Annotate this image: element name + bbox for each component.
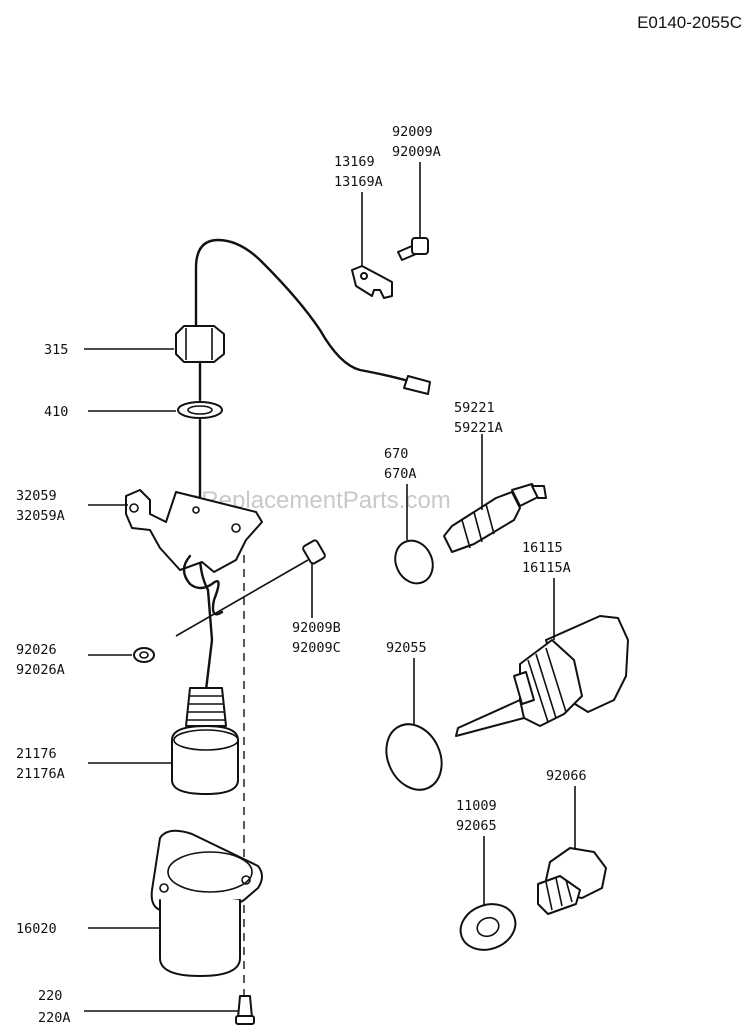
nut-315 bbox=[175, 325, 225, 363]
label-670: 670 bbox=[384, 446, 408, 462]
washer-92065 bbox=[459, 903, 517, 951]
label-220: 220 bbox=[38, 988, 62, 1004]
label-670A: 670A bbox=[384, 466, 417, 482]
bracket-hole-right bbox=[231, 523, 241, 533]
screw-220 bbox=[237, 995, 253, 1019]
capillary-tube bbox=[194, 238, 414, 384]
label-410: 410 bbox=[44, 404, 68, 420]
housing-16020 bbox=[159, 899, 241, 977]
sensor-16115-prong bbox=[455, 699, 525, 737]
clamp-hole bbox=[360, 272, 368, 280]
label-92026: 92026 bbox=[16, 642, 57, 658]
label-32059: 32059 bbox=[16, 488, 57, 504]
label-32059A: 32059A bbox=[16, 508, 65, 524]
diagram-code: E0140-2055C bbox=[637, 13, 742, 32]
label-92009B: 92009B bbox=[292, 620, 341, 636]
housing-flange bbox=[150, 829, 263, 911]
label-16020: 16020 bbox=[16, 921, 57, 937]
bolt-shaft bbox=[175, 559, 309, 637]
label-21176A: 21176A bbox=[16, 766, 65, 782]
oring-92055 bbox=[385, 723, 443, 791]
label-16115A: 16115A bbox=[522, 560, 571, 576]
label-59221: 59221 bbox=[454, 400, 495, 416]
label-92055: 92055 bbox=[386, 640, 427, 656]
clamp-bracket bbox=[351, 265, 393, 299]
label-59221A: 59221A bbox=[454, 420, 503, 436]
screw-220-head bbox=[235, 1015, 255, 1025]
oring-670 bbox=[394, 539, 434, 585]
clamp-screw-head bbox=[411, 237, 429, 255]
bracket-32059 bbox=[125, 489, 263, 573]
label-21176: 21176 bbox=[16, 746, 57, 762]
label-13169A: 13169A bbox=[334, 174, 383, 190]
label-220A: 220A bbox=[38, 1010, 71, 1026]
label-92009A: 92009A bbox=[392, 144, 441, 160]
label-92065: 92065 bbox=[456, 818, 497, 834]
bracket-hole-left bbox=[129, 503, 139, 513]
spring-clip bbox=[182, 554, 224, 616]
bulb-21176 bbox=[171, 725, 239, 795]
bolt-head bbox=[302, 539, 326, 565]
sensor-tip bbox=[403, 375, 431, 395]
label-11009: 11009 bbox=[456, 798, 497, 814]
label-92009C: 92009C bbox=[292, 640, 341, 656]
label-92009: 92009 bbox=[392, 124, 433, 140]
label-13169: 13169 bbox=[334, 154, 375, 170]
washer-92026 bbox=[133, 647, 155, 663]
sensor-59221-body bbox=[443, 491, 521, 553]
label-16115: 16115 bbox=[522, 540, 563, 556]
bulb-threads bbox=[185, 687, 227, 727]
label-92066: 92066 bbox=[546, 768, 587, 784]
washer-410 bbox=[177, 401, 223, 419]
label-315: 315 bbox=[44, 342, 68, 358]
label-92026A: 92026A bbox=[16, 662, 65, 678]
